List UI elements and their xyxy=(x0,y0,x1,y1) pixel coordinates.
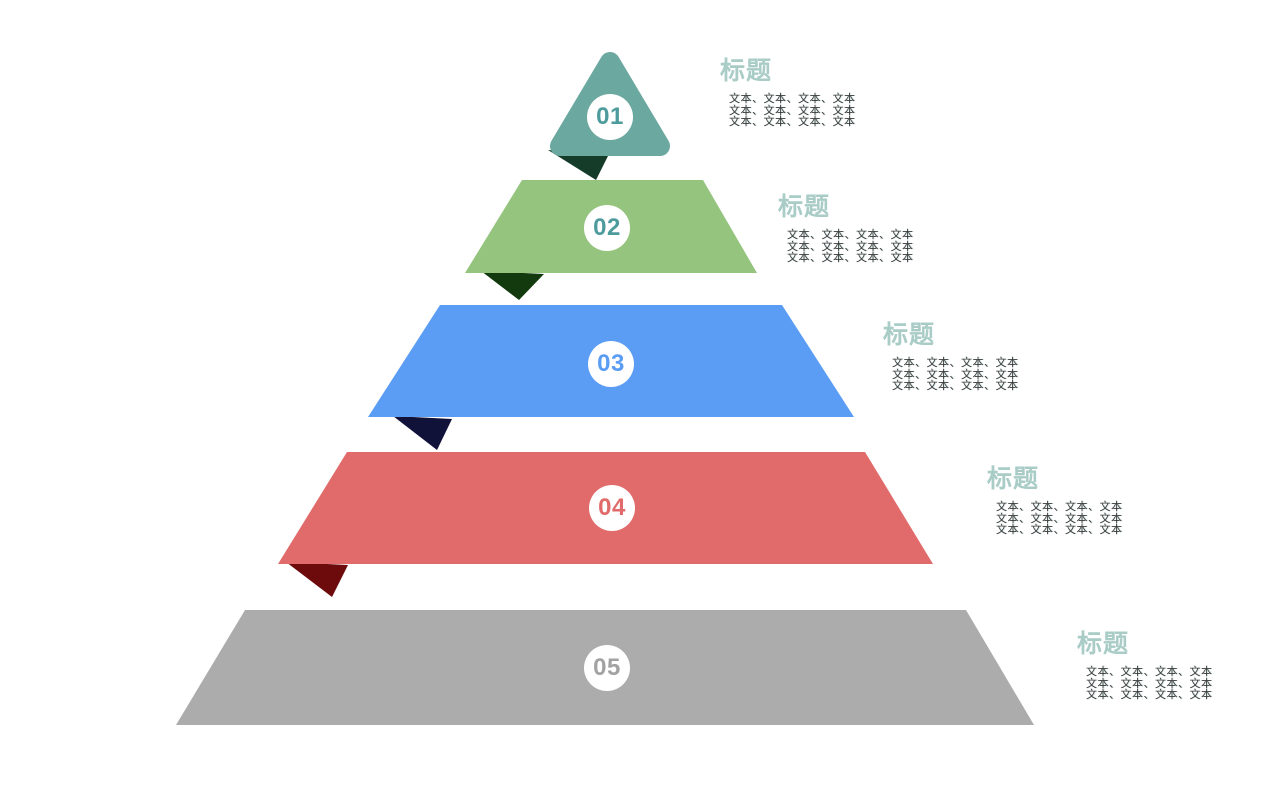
level-3-number-badge: 03 xyxy=(588,341,634,387)
level-5-title: 标题 xyxy=(1077,630,1130,658)
body-line: 文本、文本、文本、文本 xyxy=(892,357,1019,369)
body-line: 文本、文本、文本、文本 xyxy=(1086,666,1213,678)
level-2-label: 标题 文本、文本、文本、文本 文本、文本、文本、文本 文本、文本、文本、文本 xyxy=(778,194,914,265)
level-1-number-badge: 01 xyxy=(587,94,633,140)
level-2-fold xyxy=(481,271,544,300)
level-4-fold xyxy=(286,562,348,597)
body-line: 文本、文本、文本、文本 xyxy=(729,93,856,105)
body-line: 文本、文本、文本、文本 xyxy=(892,368,1019,381)
level-5-label: 标题 文本、文本、文本、文本 文本、文本、文本、文本 文本、文本、文本、文本 xyxy=(1077,631,1213,702)
level-4-number-badge: 04 xyxy=(589,485,635,531)
body-line: 文本、文本、文本、文本 xyxy=(996,512,1123,525)
level-2-number-badge: 02 xyxy=(584,205,630,251)
level-1-fold xyxy=(548,150,609,180)
level-1-label: 标题 文本、文本、文本、文本 文本、文本、文本、文本 文本、文本、文本、文本 xyxy=(720,58,856,129)
body-line: 文本、文本、文本、文本 xyxy=(1086,689,1213,701)
body-line: 文本、文本、文本、文本 xyxy=(787,229,914,241)
level-4-title: 标题 xyxy=(987,465,1040,493)
level-2-title: 标题 xyxy=(778,193,831,221)
body-line: 文本、文本、文本、文本 xyxy=(729,116,856,128)
level-1-title: 标题 xyxy=(720,57,773,85)
level-4-body: 文本、文本、文本、文本 文本、文本、文本、文本 文本、文本、文本、文本 xyxy=(987,501,1123,537)
level-1-body: 文本、文本、文本、文本 文本、文本、文本、文本 文本、文本、文本、文本 xyxy=(720,93,856,129)
body-line: 文本、文本、文本、文本 xyxy=(787,252,914,264)
level-3-fold xyxy=(393,416,452,450)
body-line: 文本、文本、文本、文本 xyxy=(892,380,1019,392)
body-line: 文本、文本、文本、文本 xyxy=(787,240,914,253)
level-5-number-badge: 05 xyxy=(584,645,630,691)
level-4-label: 标题 文本、文本、文本、文本 文本、文本、文本、文本 文本、文本、文本、文本 xyxy=(987,466,1123,537)
body-line: 文本、文本、文本、文本 xyxy=(996,524,1123,536)
level-3-label: 标题 文本、文本、文本、文本 文本、文本、文本、文本 文本、文本、文本、文本 xyxy=(883,322,1019,393)
level-5-body: 文本、文本、文本、文本 文本、文本、文本、文本 文本、文本、文本、文本 xyxy=(1077,666,1213,702)
level-2-body: 文本、文本、文本、文本 文本、文本、文本、文本 文本、文本、文本、文本 xyxy=(778,229,914,265)
body-line: 文本、文本、文本、文本 xyxy=(729,104,856,117)
body-line: 文本、文本、文本、文本 xyxy=(1086,677,1213,690)
level-3-body: 文本、文本、文本、文本 文本、文本、文本、文本 文本、文本、文本、文本 xyxy=(883,357,1019,393)
body-line: 文本、文本、文本、文本 xyxy=(996,501,1123,513)
level-3-title: 标题 xyxy=(883,321,936,349)
